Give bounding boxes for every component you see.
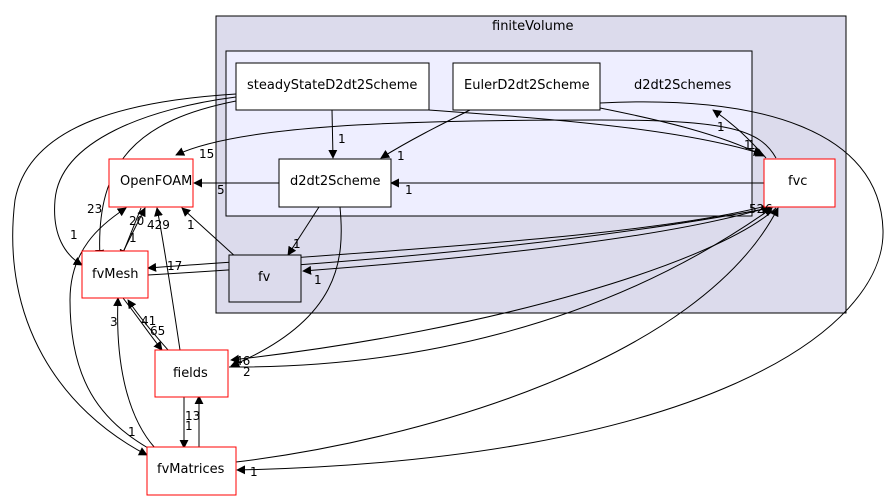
node-label-fvmatrices: fvMatrices	[157, 462, 225, 477]
edge-fvmatrices-to-fvmesh	[113, 297, 156, 449]
edge-steady-to-fvc	[428, 109, 763, 156]
edge-openfoam-to-fvmesh	[119, 207, 142, 259]
edge-label: 2	[243, 365, 251, 379]
edge-label: 1	[129, 231, 137, 245]
node-label-d2dt2scheme: d2dt2Scheme	[290, 174, 381, 189]
cluster-title-d2dt2schemes: d2dt2Schemes	[634, 78, 732, 93]
edge-label: 15	[199, 147, 215, 161]
node-euler-d2dt2scheme[interactable]	[452, 62, 601, 111]
node-fvmatrices[interactable]	[146, 446, 237, 496]
edge-fields-to-fvmesh	[127, 299, 169, 351]
edge-label: 429	[147, 218, 170, 232]
edge-fields-to-openfoam	[154, 207, 181, 351]
node-label-fv: fv	[258, 270, 271, 285]
node-d2dt2scheme[interactable]	[278, 158, 392, 208]
edge-label: 1	[314, 273, 322, 287]
edge-label: 1	[405, 183, 413, 197]
node-label-fvmesh: fvMesh	[92, 267, 139, 282]
edge-label: 65	[150, 324, 166, 338]
edge-label: 1	[70, 228, 78, 242]
cluster-title-finitevolume: finiteVolume	[492, 19, 574, 34]
node-fv[interactable]	[228, 254, 302, 303]
node-label-steadystate: steadyStateD2dt2Scheme	[247, 78, 418, 93]
edge-label: 1	[744, 138, 752, 152]
edge-label: 1	[397, 149, 405, 163]
edge-fv-to-openfoam	[181, 207, 238, 259]
edge-label: 1	[717, 120, 725, 134]
edge-fvc-to-fields	[230, 207, 777, 364]
edge-label: 46	[235, 354, 251, 368]
edge-steady-to-fvmatrices	[12, 93, 237, 456]
edges	[12, 93, 884, 475]
node-fields[interactable]	[154, 349, 229, 398]
edge-label: 1	[293, 237, 301, 251]
edge-label: 1	[250, 465, 258, 479]
node-label-fvc: fvc	[788, 174, 808, 189]
edge-label: 23	[87, 202, 103, 216]
edge-steady-to-fvmesh-2	[95, 100, 237, 259]
edge-label: 1	[128, 425, 136, 439]
node-openfoam[interactable]	[108, 158, 194, 208]
edge-label: 17	[167, 259, 183, 273]
edge-fvmatrices-to-openfoam	[69, 207, 149, 449]
edge-fvmatrices-to-fvc	[235, 207, 779, 463]
edge-label: 13	[185, 409, 201, 423]
edge-steady-to-fvmesh	[54, 96, 237, 266]
node-label-euler: EulerD2dt2Scheme	[464, 78, 590, 93]
edge-fvc-to-openfoam	[175, 119, 777, 159]
edge-label: 1	[338, 132, 346, 146]
node-fvmesh[interactable]	[81, 250, 149, 299]
edge-label: 1	[748, 138, 756, 152]
edge-fvc-to-d2dt2schemes	[712, 109, 767, 159]
edge-label: 52	[749, 202, 765, 216]
edge-label: 5	[217, 183, 225, 197]
edge-fields-to-fvc	[228, 207, 773, 368]
edge-label: 3	[110, 315, 118, 329]
node-label-fields: fields	[173, 366, 208, 381]
edge-label: 6	[765, 202, 773, 216]
node-fvc[interactable]	[763, 158, 836, 208]
edge-label: 20	[129, 214, 145, 228]
edge-steady-to-d2dt2	[328, 109, 338, 159]
edge-fvc-to-fv	[302, 207, 767, 275]
edge-d2dt2-to-fields	[230, 206, 342, 367]
edge-d2dt2-to-fv	[287, 206, 320, 256]
edge-label: 1	[187, 218, 195, 232]
edge-euler-to-d2dt2	[380, 109, 471, 159]
edge-euler-to-fvmatrices	[236, 101, 884, 475]
edge-label: 41	[141, 314, 157, 328]
node-steadystate-d2dt2scheme[interactable]	[235, 62, 430, 111]
edge-label: 1	[185, 419, 193, 433]
node-label-openfoam: OpenFOAM	[120, 174, 193, 189]
edge-euler-to-fvc	[599, 107, 765, 157]
